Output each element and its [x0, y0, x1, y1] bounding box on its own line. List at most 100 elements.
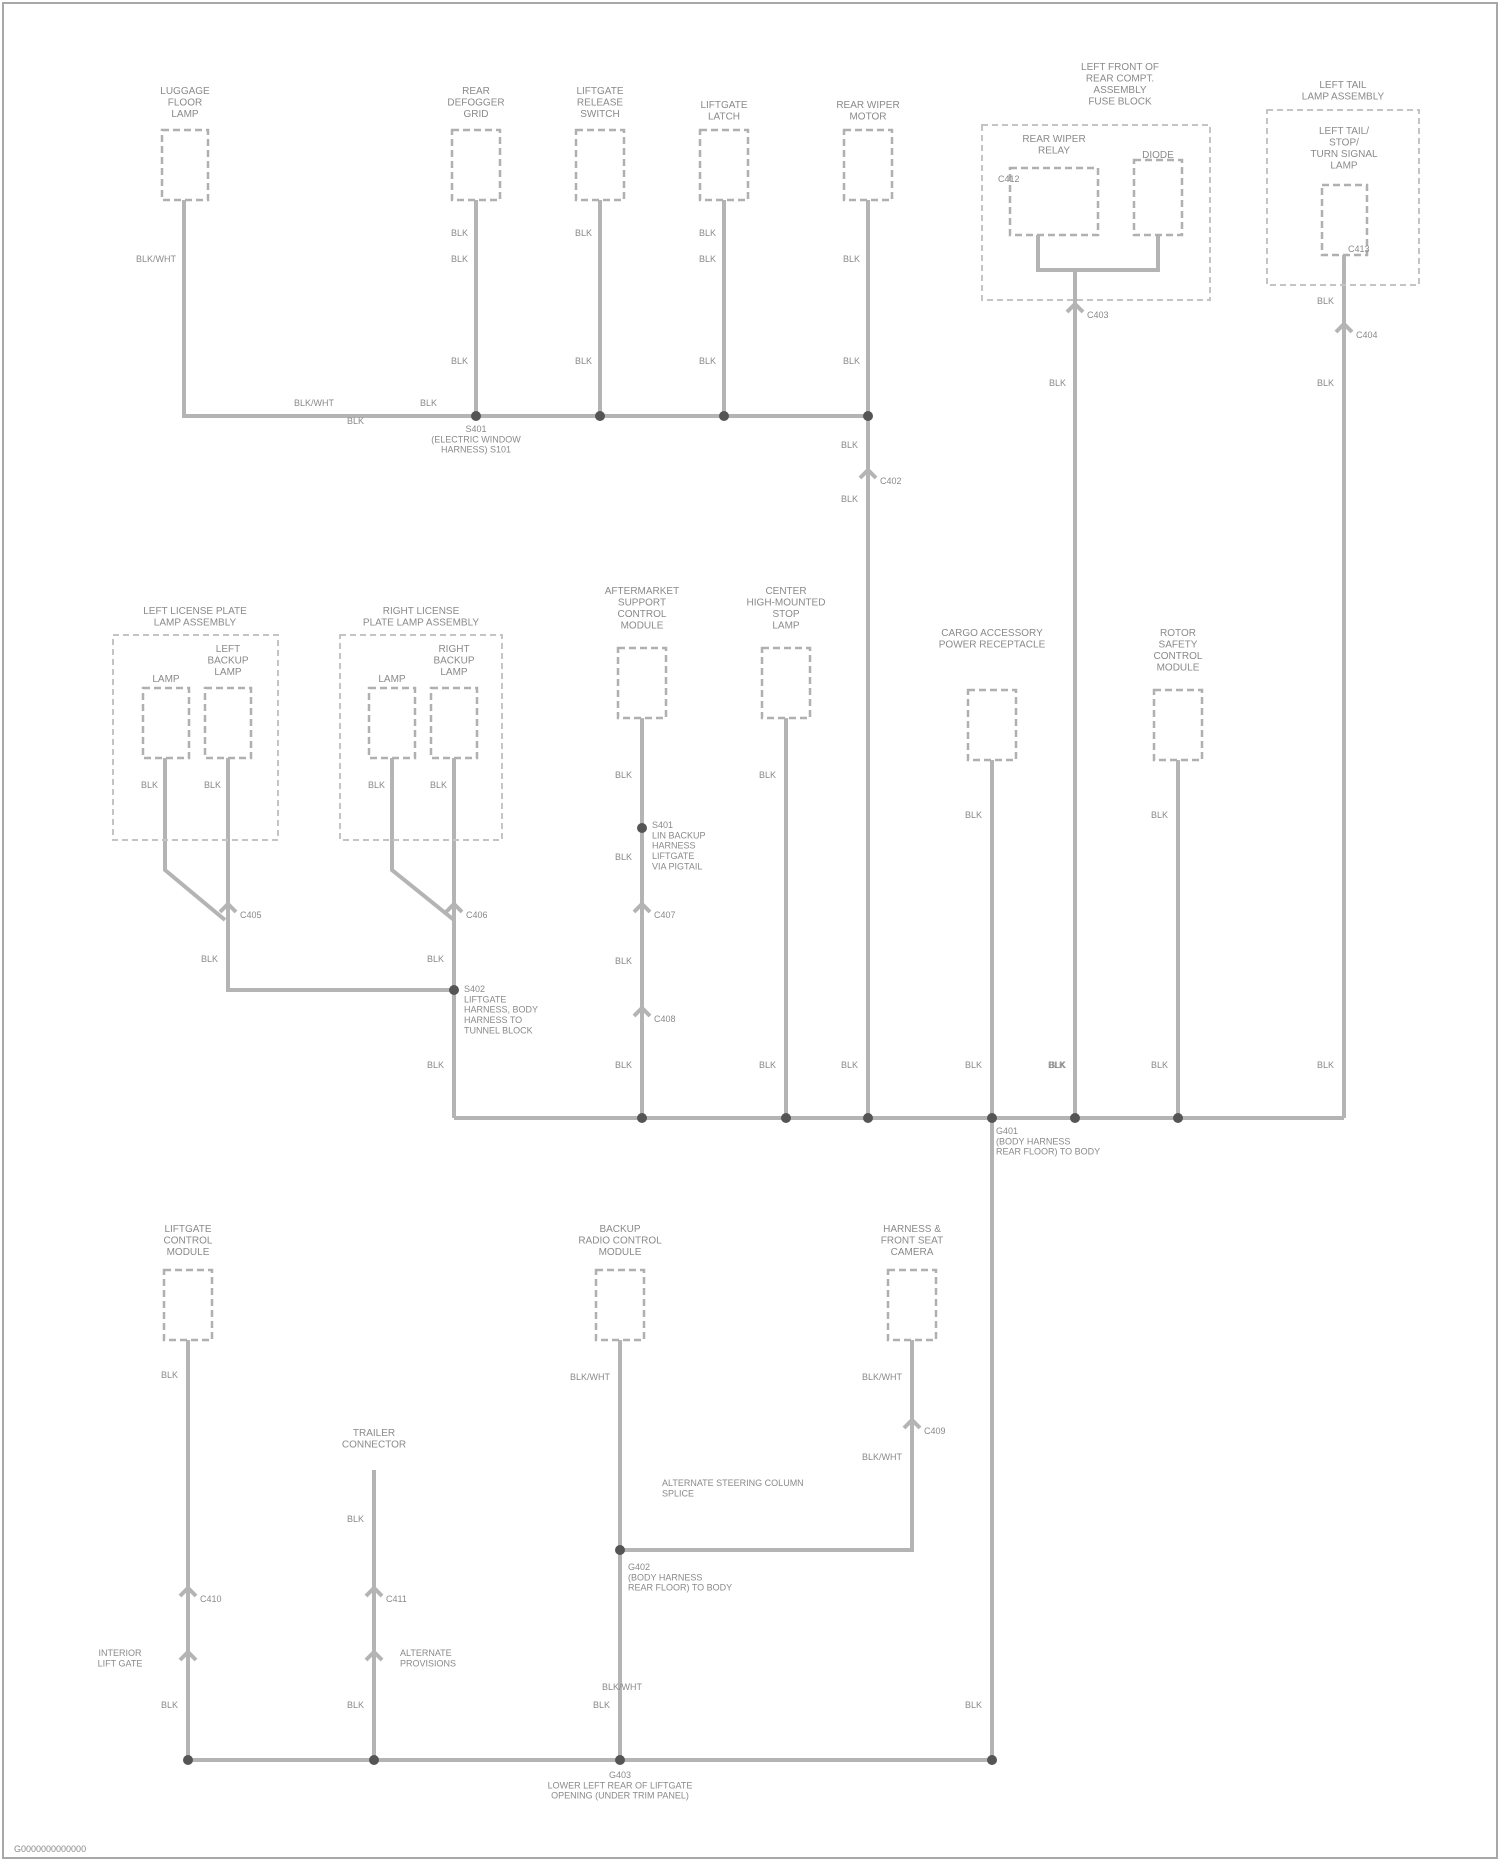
label-line: (BODY HARNESS	[628, 1572, 702, 1582]
label-line: MODULE	[1157, 663, 1200, 674]
center-high-mounted-stop-lamp	[762, 648, 810, 718]
label-line: LIFTGATE	[164, 1224, 211, 1235]
component-label: HARNESS &FRONT SEATCAMERA	[881, 1224, 943, 1258]
component-label: LEFT TAIL/STOP/TURN SIGNALLAMP	[1310, 126, 1378, 172]
label-line: LEFT TAIL/	[1319, 126, 1369, 137]
wire-c9	[392, 758, 454, 1118]
label-line: LEFT LICENSE PLATE	[143, 606, 247, 617]
wire-color-label: BLK/WHT	[294, 398, 335, 408]
label-line: S401	[652, 820, 673, 830]
wire-color-label: BLK	[841, 494, 858, 504]
wire-color-label: BLK	[615, 852, 632, 862]
component-label: RIGHT LICENSEPLATE LAMP ASSEMBLY	[363, 606, 479, 629]
wire-color-label: BLK	[965, 1700, 982, 1710]
label-line: HARNESS &	[883, 1224, 941, 1235]
label-line: DEFOGGER	[447, 98, 504, 109]
splice-node	[781, 1113, 791, 1123]
splice-node	[595, 411, 605, 421]
wire-color-label: BLK	[699, 228, 716, 238]
label-line: BACKUP	[207, 656, 248, 667]
wire-color-label: BLK	[841, 440, 858, 450]
wire-color-label: BLK	[201, 954, 218, 964]
label-line: LAMP	[440, 667, 468, 678]
label-line: MODULE	[167, 1247, 210, 1258]
wire-color-label: BLK	[1317, 296, 1334, 306]
connector-id: C407	[654, 910, 676, 920]
wire-color-label: BLK	[427, 1060, 444, 1070]
label-line: REAR WIPER	[836, 100, 899, 111]
splice-node	[1070, 1113, 1080, 1123]
label-line: ROTOR	[1160, 628, 1196, 639]
label-line: RELEASE	[577, 98, 623, 109]
component-label: DIODE	[1142, 150, 1174, 161]
splice-node	[615, 1545, 625, 1555]
label-line: PLATE LAMP ASSEMBLY	[363, 618, 479, 629]
wire-color-label: BLK	[161, 1370, 178, 1380]
wire-color-label: BLK	[204, 780, 221, 790]
wire-color-label: BLK	[759, 770, 776, 780]
label-line: LEFT TAIL	[1319, 80, 1367, 91]
wire-color-label: BLK	[347, 416, 364, 426]
component-label: REAR WIPERRELAY	[1022, 134, 1085, 157]
label-line: CENTER	[765, 586, 806, 597]
label-line: G403	[609, 1770, 631, 1780]
component-label: CARGO ACCESSORYPOWER RECEPTACLE	[939, 628, 1046, 651]
rear-wiper-relay	[1010, 168, 1098, 235]
wire-color-label: BLK	[430, 780, 447, 790]
label-line: G402	[628, 1562, 650, 1572]
label-line: REAR WIPER	[1022, 134, 1085, 145]
wire-color-label: BLK	[1317, 378, 1334, 388]
connector-id: C411	[386, 1594, 407, 1604]
wire-color-label: BLK	[759, 1060, 776, 1070]
splice-node	[637, 823, 647, 833]
label-line: LATCH	[708, 112, 740, 123]
splice-node	[863, 1113, 873, 1123]
label-line: S402	[464, 984, 485, 994]
diode	[1134, 160, 1182, 235]
left-license-lamp-assembly-outline	[113, 635, 278, 840]
label-line: REAR	[462, 86, 490, 97]
wire-color-label: BLK	[615, 1060, 632, 1070]
luggage-floor-lamp	[162, 130, 208, 200]
component-label: LEFT TAILLAMP ASSEMBLY	[1302, 80, 1385, 103]
label-line: ASSEMBLY	[1093, 85, 1146, 96]
connector-labels: C402 C403 C404 C405 C406 C407 C408 C409 …	[200, 174, 1378, 1604]
right-license-lamp	[369, 688, 415, 758]
label-line: CONTROL	[1154, 651, 1203, 662]
label-line: LIFTGATE	[576, 86, 623, 97]
ground-node	[369, 1755, 379, 1765]
component-label: LAMP	[152, 674, 180, 685]
liftgate-control-module	[164, 1270, 212, 1340]
label-line: GRID	[464, 109, 489, 120]
label-line: REAR COMPT.	[1086, 74, 1154, 85]
label-line: BACKUP	[433, 656, 474, 667]
connector-id: C404	[1356, 330, 1378, 340]
splice-label: S401LIN BACKUPHARNESSLIFTGATEVIA PIGTAIL	[652, 820, 706, 871]
label-line: LIN BACKUP	[652, 830, 706, 840]
label-line: FUSE BLOCK	[1088, 97, 1152, 108]
label-line: LAMP	[1330, 161, 1358, 172]
label-line: LAMP ASSEMBLY	[154, 618, 237, 629]
wire-color-label: BLK	[1151, 810, 1168, 820]
wire-color-label: BLK/WHT	[136, 254, 177, 264]
ground-node	[183, 1755, 193, 1765]
label-line: LAMP	[171, 109, 199, 120]
label-line: INTERIOR	[98, 1648, 142, 1658]
connector-id: C403	[1087, 310, 1109, 320]
component-label: LAMP	[378, 674, 406, 685]
label-line: SWITCH	[580, 109, 619, 120]
wire-layer	[165, 200, 1344, 1760]
label-line: HARNESS TO	[464, 1015, 522, 1025]
wire-color-label: BLK/WHT	[602, 1682, 643, 1692]
splice-node	[863, 411, 873, 421]
label-line: SUPPORT	[618, 598, 666, 609]
label-line: S401	[465, 424, 486, 434]
connector-id: C408	[654, 1014, 676, 1024]
wire-color-label: BLK/WHT	[862, 1452, 903, 1462]
wire-color-label: BLK	[347, 1700, 364, 1710]
